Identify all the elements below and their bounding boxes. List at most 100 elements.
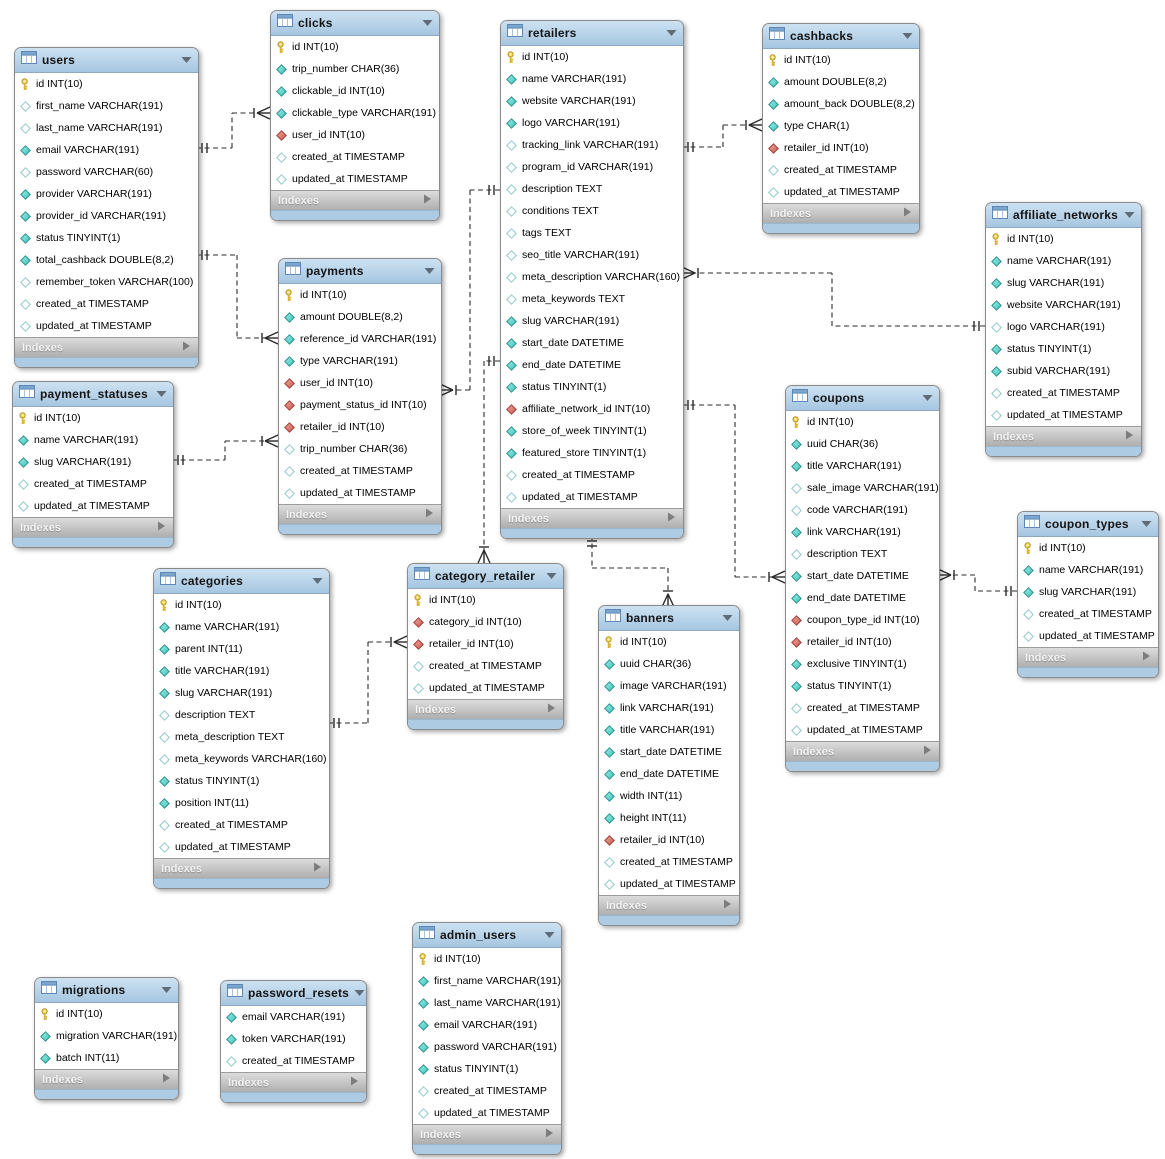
column-row[interactable]: start_date DATETIME <box>599 741 739 763</box>
column-row[interactable]: id INT(10) <box>786 411 939 433</box>
column-row[interactable]: created_at TIMESTAMP <box>763 159 919 181</box>
column-row[interactable]: id INT(10) <box>763 49 919 71</box>
indexes-section[interactable]: Indexes <box>279 504 441 524</box>
column-row[interactable]: created_at TIMESTAMP <box>221 1050 366 1072</box>
collapse-arrow-icon[interactable] <box>902 27 913 45</box>
column-row[interactable]: category_id INT(10) <box>408 611 563 633</box>
column-row[interactable]: meta_description VARCHAR(160) <box>501 266 683 288</box>
column-row[interactable]: description TEXT <box>154 704 329 726</box>
column-row[interactable]: image VARCHAR(191) <box>599 675 739 697</box>
indexes-section[interactable]: Indexes <box>15 337 198 357</box>
column-row[interactable]: affiliate_network_id INT(10) <box>501 398 683 420</box>
column-row[interactable]: start_date DATETIME <box>786 565 939 587</box>
expand-arrow-icon[interactable] <box>423 194 432 207</box>
column-row[interactable]: code VARCHAR(191) <box>786 499 939 521</box>
column-row[interactable]: id INT(10) <box>35 1003 178 1025</box>
indexes-section[interactable]: Indexes <box>599 895 739 915</box>
table-header[interactable]: banners <box>599 606 739 631</box>
relationship-users-clicks[interactable] <box>196 106 271 153</box>
column-row[interactable]: type CHAR(1) <box>763 115 919 137</box>
table-header[interactable]: cashbacks <box>763 24 919 49</box>
column-row[interactable]: id INT(10) <box>154 594 329 616</box>
expand-arrow-icon[interactable] <box>1142 651 1151 664</box>
column-row[interactable]: updated_at TIMESTAMP <box>763 181 919 203</box>
column-row[interactable]: amount_back DOUBLE(8,2) <box>763 93 919 115</box>
collapse-arrow-icon[interactable] <box>161 981 172 999</box>
column-row[interactable]: exclusive TINYINT(1) <box>786 653 939 675</box>
column-row[interactable]: coupon_type_id INT(10) <box>786 609 939 631</box>
column-row[interactable]: id INT(10) <box>501 46 683 68</box>
column-row[interactable]: clickable_id INT(10) <box>271 80 439 102</box>
indexes-section[interactable]: Indexes <box>221 1072 366 1092</box>
collapse-arrow-icon[interactable] <box>422 14 433 32</box>
indexes-section[interactable]: Indexes <box>501 508 683 528</box>
column-row[interactable]: store_of_week TINYINT(1) <box>501 420 683 442</box>
column-row[interactable]: logo VARCHAR(191) <box>501 112 683 134</box>
expand-arrow-icon[interactable] <box>923 745 932 758</box>
table-header[interactable]: payment_statuses <box>13 382 173 407</box>
column-row[interactable]: updated_at TIMESTAMP <box>501 486 683 508</box>
column-row[interactable]: name VARCHAR(191) <box>501 68 683 90</box>
table-header[interactable]: admin_users <box>413 923 561 948</box>
column-row[interactable]: status TINYINT(1) <box>413 1058 561 1080</box>
column-row[interactable]: slug VARCHAR(191) <box>501 310 683 332</box>
column-row[interactable]: link VARCHAR(191) <box>599 697 739 719</box>
column-row[interactable]: id INT(10) <box>986 228 1141 250</box>
collapse-arrow-icon[interactable] <box>354 984 365 1002</box>
relationship-retailers-cashbacks[interactable] <box>682 118 763 152</box>
column-row[interactable]: updated_at TIMESTAMP <box>986 404 1141 426</box>
expand-arrow-icon[interactable] <box>903 207 912 220</box>
relationship-affiliate_networks-retailers[interactable] <box>681 266 985 331</box>
column-row[interactable]: email VARCHAR(191) <box>15 139 198 161</box>
column-row[interactable]: updated_at TIMESTAMP <box>13 495 173 517</box>
indexes-section[interactable]: Indexes <box>408 699 563 719</box>
expand-arrow-icon[interactable] <box>350 1076 359 1089</box>
collapse-arrow-icon[interactable] <box>666 24 677 42</box>
indexes-section[interactable]: Indexes <box>13 517 173 537</box>
indexes-section[interactable]: Indexes <box>35 1069 178 1089</box>
collapse-arrow-icon[interactable] <box>181 51 192 69</box>
column-row[interactable]: remember_token VARCHAR(100) <box>15 271 198 293</box>
collapse-arrow-icon[interactable] <box>544 926 555 944</box>
column-row[interactable]: updated_at TIMESTAMP <box>154 836 329 858</box>
column-row[interactable]: created_at TIMESTAMP <box>599 851 739 873</box>
column-row[interactable]: program_id VARCHAR(191) <box>501 156 683 178</box>
expand-arrow-icon[interactable] <box>425 508 434 521</box>
column-row[interactable]: slug VARCHAR(191) <box>986 272 1141 294</box>
column-row[interactable]: description TEXT <box>501 178 683 200</box>
table-header[interactable]: categories <box>154 569 329 594</box>
expand-arrow-icon[interactable] <box>313 862 322 875</box>
column-row[interactable]: logo VARCHAR(191) <box>986 316 1141 338</box>
column-row[interactable]: name VARCHAR(191) <box>13 429 173 451</box>
column-row[interactable]: meta_description TEXT <box>154 726 329 748</box>
column-row[interactable]: seo_title VARCHAR(191) <box>501 244 683 266</box>
column-row[interactable]: conditions TEXT <box>501 200 683 222</box>
column-row[interactable]: status TINYINT(1) <box>15 227 198 249</box>
column-row[interactable]: id INT(10) <box>279 284 441 306</box>
column-row[interactable]: created_at TIMESTAMP <box>786 697 939 719</box>
relationship-payment_statuses-payments[interactable] <box>172 434 279 465</box>
column-row[interactable]: end_date DATETIME <box>786 587 939 609</box>
column-row[interactable]: last_name VARCHAR(191) <box>413 992 561 1014</box>
column-row[interactable]: reference_id VARCHAR(191) <box>279 328 441 350</box>
column-row[interactable]: created_at TIMESTAMP <box>13 473 173 495</box>
table-header[interactable]: users <box>15 48 198 73</box>
column-row[interactable]: first_name VARCHAR(191) <box>15 95 198 117</box>
column-row[interactable]: updated_at TIMESTAMP <box>786 719 939 741</box>
column-row[interactable]: meta_keywords VARCHAR(160) <box>154 748 329 770</box>
column-row[interactable]: id INT(10) <box>13 407 173 429</box>
column-row[interactable]: migration VARCHAR(191) <box>35 1025 178 1047</box>
column-row[interactable]: status TINYINT(1) <box>154 770 329 792</box>
column-row[interactable]: user_id INT(10) <box>279 372 441 394</box>
column-row[interactable]: title VARCHAR(191) <box>786 455 939 477</box>
table-header[interactable]: retailers <box>501 21 683 46</box>
column-row[interactable]: subid VARCHAR(191) <box>986 360 1141 382</box>
column-row[interactable]: id INT(10) <box>271 36 439 58</box>
table-header[interactable]: payments <box>279 259 441 284</box>
expand-arrow-icon[interactable] <box>723 899 732 912</box>
collapse-arrow-icon[interactable] <box>722 609 733 627</box>
table-header[interactable]: migrations <box>35 978 178 1003</box>
